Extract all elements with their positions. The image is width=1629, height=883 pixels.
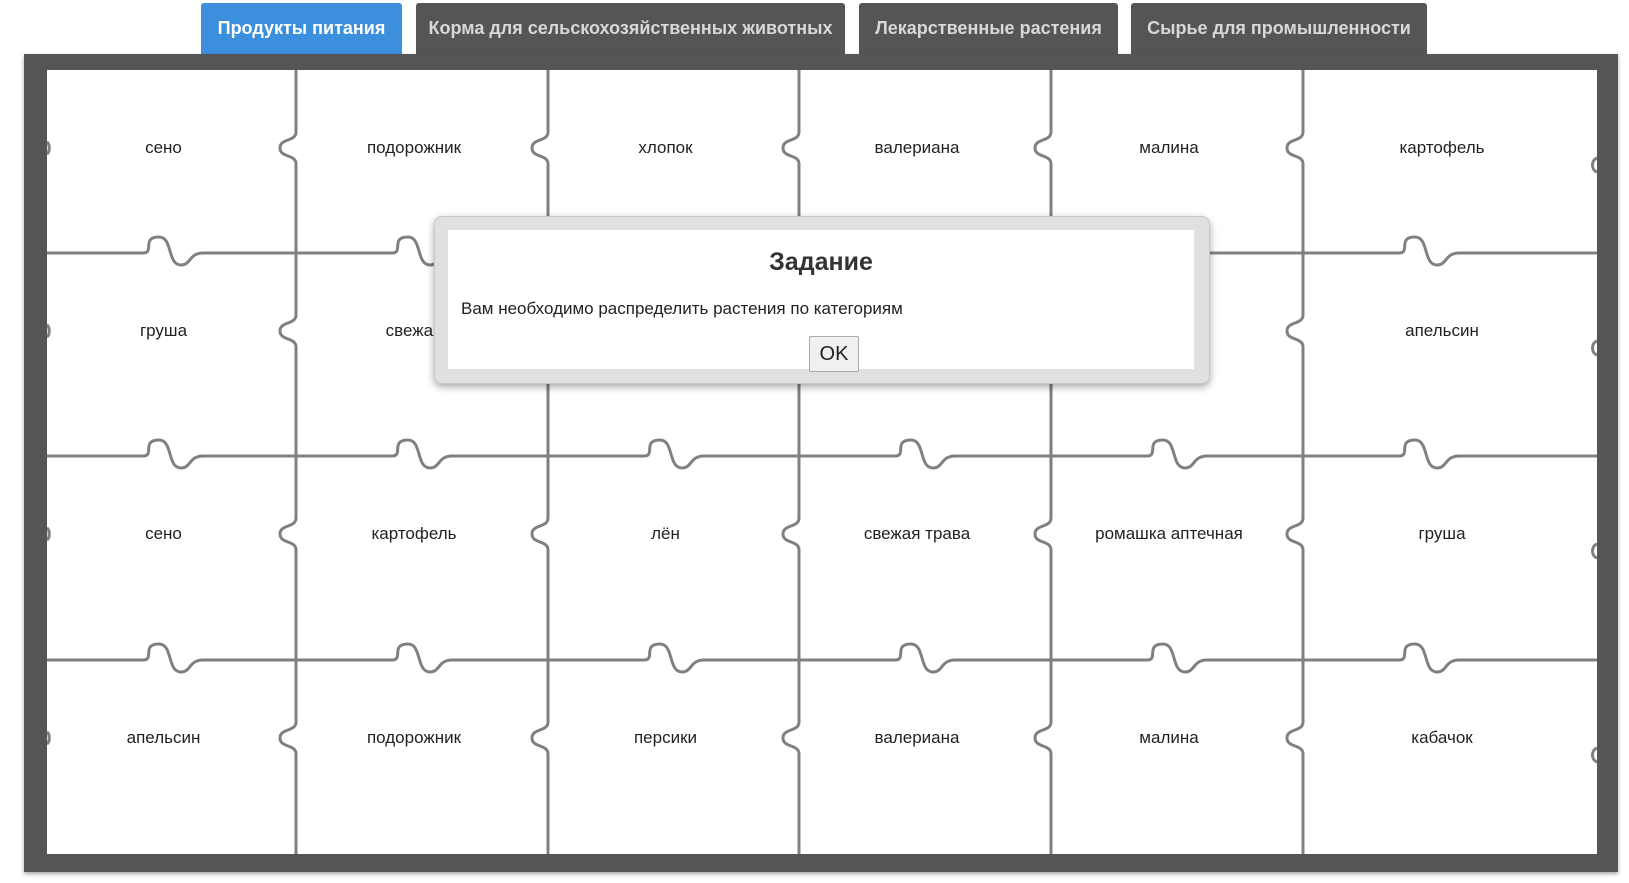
- edge-knob: [1591, 339, 1597, 357]
- puzzle-piece-label[interactable]: подорожник: [366, 138, 462, 157]
- tab-food-products[interactable]: Продукты питания: [201, 3, 402, 54]
- column-divider: [1285, 70, 1305, 854]
- dialog-title: Задание: [769, 248, 873, 276]
- tab-medicinal-plants[interactable]: Лекарственные растения: [859, 3, 1118, 54]
- puzzle-piece-label[interactable]: сено: [145, 138, 182, 157]
- dialog-message: Вам необходимо распределить растения по …: [461, 299, 903, 318]
- column-divider: [1033, 70, 1053, 854]
- puzzle-piece-label[interactable]: апельсин: [126, 728, 201, 747]
- puzzle-piece-label[interactable]: подорожник: [366, 728, 462, 747]
- task-dialog-body: Задание Вам необходимо распределить раст…: [448, 230, 1194, 372]
- puzzle-piece-label[interactable]: груша: [1418, 524, 1466, 543]
- puzzle-piece-label[interactable]: кабачок: [1411, 728, 1473, 747]
- edge-knob: [1591, 156, 1597, 174]
- row-divider: [47, 438, 1597, 470]
- puzzle-piece-label[interactable]: сено: [145, 524, 182, 543]
- category-tabs: Продукты питания Корма для сельскохозяйс…: [0, 0, 1629, 56]
- puzzle-piece-label[interactable]: груша: [139, 321, 188, 340]
- edge-knob: [47, 140, 51, 156]
- puzzle-board: сено подорожник хлопок валериана малина карто…: [47, 70, 1597, 854]
- puzzle-piece-label[interactable]: валериана: [874, 728, 960, 747]
- edge-knob: [1591, 542, 1597, 560]
- puzzle-piece-label[interactable]: персики: [633, 728, 698, 747]
- puzzle-piece-label[interactable]: апельсин: [1405, 321, 1479, 340]
- column-divider: [530, 70, 550, 854]
- puzzle-piece-label[interactable]: лён: [651, 524, 680, 543]
- tab-industrial-raw-materials[interactable]: Сырье для промышленности: [1131, 3, 1427, 54]
- puzzle-piece-label[interactable]: малина: [1139, 728, 1199, 747]
- column-divider: [781, 70, 801, 854]
- edge-knob: [47, 526, 51, 542]
- row-divider: [47, 642, 1597, 674]
- puzzle-piece-label[interactable]: картофель: [1399, 138, 1485, 157]
- puzzle-piece-label[interactable]: валериана: [874, 138, 960, 157]
- ok-button[interactable]: OK: [809, 336, 859, 372]
- puzzle-piece-label[interactable]: малина: [1139, 138, 1199, 157]
- tab-animal-feed[interactable]: Корма для сельскохозяйственных животных: [416, 3, 845, 54]
- puzzle-piece-label[interactable]: хлопок: [638, 138, 693, 157]
- puzzle-piece-label[interactable]: ромашка аптечная: [1095, 524, 1243, 543]
- edge-knob: [47, 323, 51, 339]
- puzzle-piece-label[interactable]: картофель: [371, 524, 457, 543]
- puzzle-piece-label[interactable]: свежая: [385, 321, 443, 340]
- task-dialog: Задание Вам необходимо распределить раст…: [434, 216, 1210, 384]
- column-divider: [278, 70, 298, 854]
- puzzle-piece-borders: [47, 70, 1597, 854]
- edge-knob: [1591, 746, 1597, 764]
- edge-knob: [47, 730, 51, 746]
- puzzle-piece-label[interactable]: свежая трава: [863, 524, 971, 543]
